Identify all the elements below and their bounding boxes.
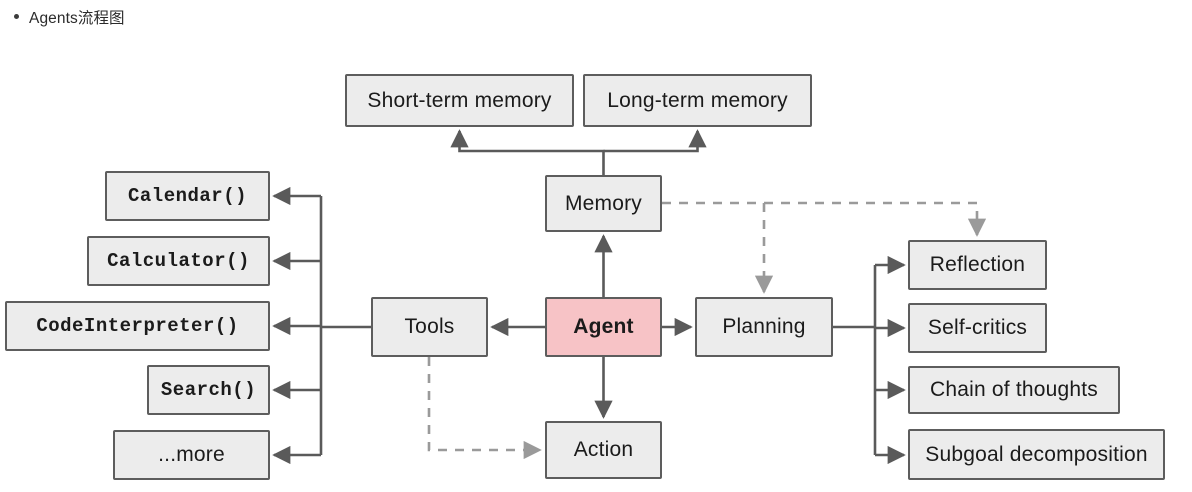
bullet-dot-icon [14, 14, 19, 19]
node-search-tool[interactable]: Search() [147, 365, 270, 415]
node-reflection[interactable]: Reflection [908, 240, 1047, 290]
bullet-header: Agents流程图 [14, 9, 125, 29]
node-long-term-memory[interactable]: Long-term memory [583, 74, 812, 127]
node-agent[interactable]: Agent [545, 297, 662, 357]
node-self-critics[interactable]: Self-critics [908, 303, 1047, 353]
edge-memory-bus [450, 129, 605, 175]
node-subgoal-decomposition[interactable]: Subgoal decomposition [908, 429, 1165, 480]
edge-tools-action-dashed [427, 357, 542, 460]
edge-memory-reflection-dashed [764, 201, 987, 237]
node-tools[interactable]: Tools [371, 297, 488, 357]
page-title: Agents流程图 [29, 10, 125, 27]
node-calculator-tool[interactable]: Calculator() [87, 236, 270, 286]
node-memory[interactable]: Memory [545, 175, 662, 232]
edge-memory-planning-dashed [662, 201, 774, 294]
edge-memory-bus-right [603, 129, 707, 153]
node-calendar-tool[interactable]: Calendar() [105, 171, 270, 221]
node-chain-of-thoughts[interactable]: Chain of thoughts [908, 366, 1120, 414]
node-short-term-memory[interactable]: Short-term memory [345, 74, 574, 127]
node-code-interpreter-tool[interactable]: CodeInterpreter() [5, 301, 270, 351]
node-more-tools[interactable]: ...more [113, 430, 270, 480]
node-action[interactable]: Action [545, 421, 662, 479]
node-planning[interactable]: Planning [695, 297, 833, 357]
